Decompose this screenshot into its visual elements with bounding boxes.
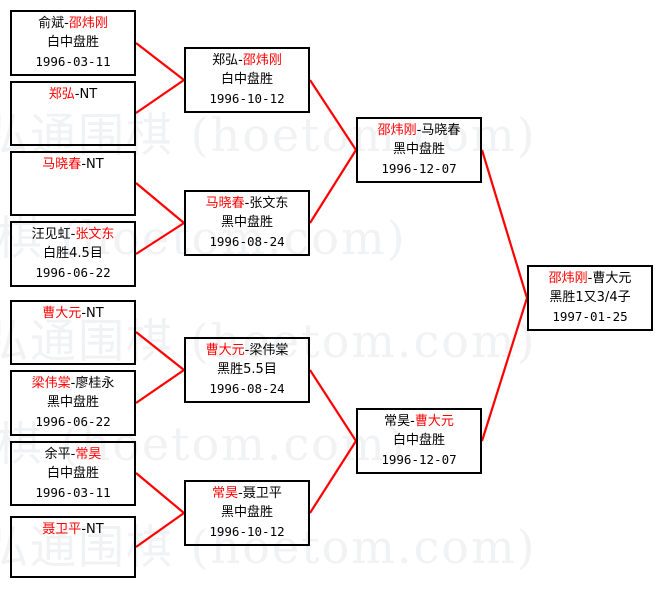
player-separator: - [587,271,593,286]
player-left: 聂卫平 [42,522,82,537]
player-separator: - [416,123,422,138]
player-right: 邵炜刚 [242,53,282,68]
player-right: 邵炜刚 [68,16,108,31]
player-left: 余平 [44,447,71,462]
match-date: 1996-06-22 [35,264,111,280]
match-date: 1996-08-24 [209,380,285,396]
player-right: 张文东 [75,227,115,242]
player-right: 廖桂永 [75,376,115,391]
player-left: 常昊 [384,414,411,429]
player-left: 邵炜刚 [548,271,588,286]
player-separator: - [81,157,87,172]
player-separator: - [70,447,76,462]
match-result: 黑中盘胜 [46,394,99,410]
match-result: 黑中盘胜 [220,504,273,520]
player-left: 马晓春 [205,196,245,211]
match-box-r1-m5[interactable]: 曹大元-NT [10,300,136,365]
player-right: 常昊 [75,447,102,462]
match-box-r1-m2[interactable]: 郑弘-NT [10,81,136,146]
player-right: 曹大元 [414,414,454,429]
match-players: 聂卫平-NT [12,521,134,540]
match-date: 1997-01-25 [552,308,628,324]
match-box-r1-m8[interactable]: 聂卫平-NT [10,516,136,578]
match-result: 黑胜5.5目 [217,361,277,377]
match-date: 1996-10-12 [209,523,285,539]
match-result: 白中盘胜 [392,432,445,448]
match-players: 汪见虹-张文东 [12,226,134,245]
player-separator: - [70,227,76,242]
match-players: 马晓春-张文东 [186,195,308,214]
match-result: 白中盘胜 [46,34,99,50]
player-right: 马晓春 [421,123,461,138]
player-right: NT [79,87,98,102]
match-box-r1-m3[interactable]: 马晓春-NT [10,151,136,216]
player-separator: - [74,87,80,102]
player-separator: - [238,53,243,68]
match-players: 梁伟棠-廖桂永 [12,375,134,394]
match-players: 邵炜刚-曹大元 [529,270,651,289]
match-date: 1996-03-11 [35,53,111,69]
player-separator: - [64,16,69,31]
player-separator: - [244,196,250,211]
match-result: 白胜4.5目 [43,245,103,261]
player-right: 梁伟棠 [249,343,289,358]
player-right: NT [86,306,104,321]
match-players: 曹大元-梁伟棠 [186,342,308,361]
match-result: 黑胜1又3/4子 [549,289,631,305]
player-left: 常昊 [212,486,239,501]
player-right: 曹大元 [592,271,632,286]
player-left: 马晓春 [42,157,82,172]
player-left: 曹大元 [205,343,245,358]
match-date: 1996-12-07 [381,160,457,176]
player-right: NT [86,157,104,172]
match-players: 郑弘-NT [12,86,134,105]
match-players: 常昊-曹大元 [358,413,480,432]
match-players: 常昊-聂卫平 [186,485,308,504]
match-players: 郑弘-邵炜刚 [186,52,308,71]
player-left: 邵炜刚 [377,123,417,138]
player-left: 郑弘 [212,53,239,68]
match-result: 黑中盘胜 [220,214,273,230]
match-result: 白中盘胜 [220,71,273,87]
player-right: NT [86,522,104,537]
match-result: 白中盘胜 [46,465,99,481]
player-left: 曹大元 [42,306,82,321]
match-date: 1996-12-07 [381,451,457,467]
player-left: 俞斌 [38,16,65,31]
player-separator: - [81,522,87,537]
player-right: 张文东 [249,196,289,211]
match-players: 俞斌-邵炜刚 [12,15,134,34]
match-date: 1996-03-11 [35,484,111,500]
match-date: 1996-10-12 [209,90,285,106]
player-left: 梁伟棠 [31,376,71,391]
player-left: 郑弘 [48,87,75,102]
player-left: 汪见虹 [31,227,71,242]
match-players: 曹大元-NT [12,305,134,324]
player-separator: - [238,486,243,501]
match-players: 余平-常昊 [12,446,134,465]
player-right: 聂卫平 [242,486,282,501]
match-players: 马晓春-NT [12,156,134,175]
player-separator: - [410,414,415,429]
match-date: 1996-08-24 [209,233,285,249]
match-players: 邵炜刚-马晓春 [358,122,480,141]
player-separator: - [70,376,76,391]
player-separator: - [244,343,250,358]
player-separator: - [81,306,87,321]
match-date: 1996-06-22 [35,413,111,429]
match-result: 黑中盘胜 [392,141,445,157]
